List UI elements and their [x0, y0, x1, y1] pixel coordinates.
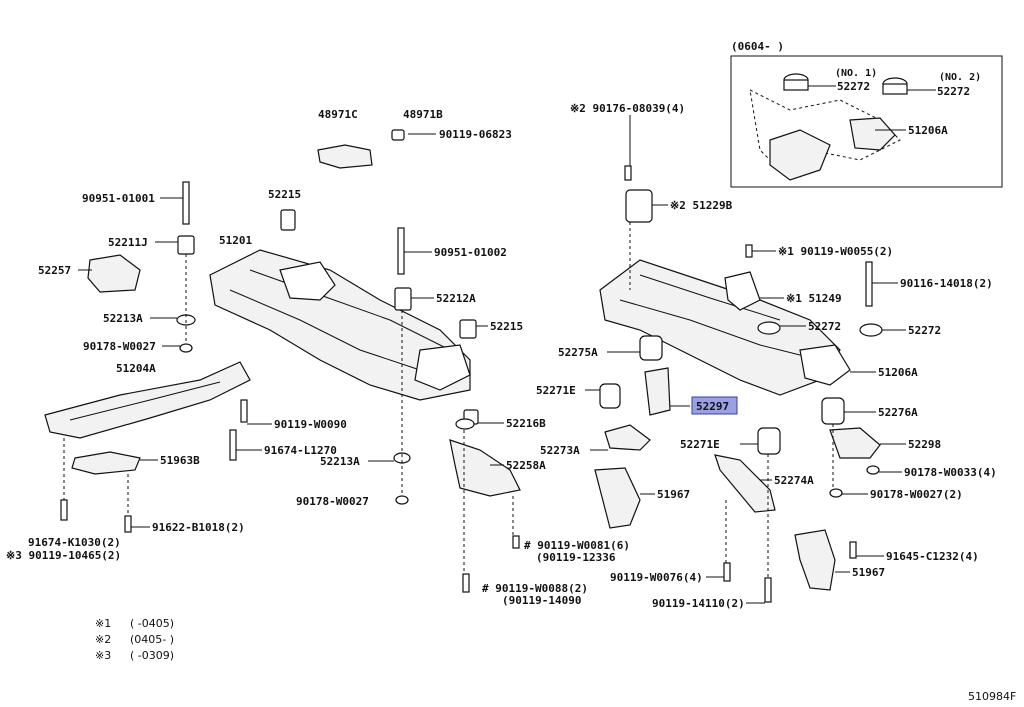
label-52215-a: 52215: [268, 188, 301, 201]
right-parts: [594, 165, 883, 603]
legend: ※1 ( -0405) ※2 (0405- ) ※3 ( -0309): [95, 617, 174, 662]
label-52272-d: 52272: [908, 324, 941, 337]
leader-lines: [63, 115, 906, 604]
label-90178-w0033: 90178-W0033(4): [904, 466, 997, 479]
inset-bracket-shape: [849, 117, 896, 151]
inset-label-52272-1: 52272: [837, 80, 870, 93]
label-90178-w0027-c: 90178-W0027(2): [870, 488, 963, 501]
lower-brace: [44, 361, 251, 439]
label-51249: ※1 51249: [786, 292, 842, 305]
label-51229b: ※2 51229B: [670, 199, 733, 212]
front-crossmember: [209, 249, 471, 401]
bracket-48971: [317, 144, 373, 169]
label-90119-14090: (90119-14090: [502, 594, 581, 607]
label-90119-w0090: 90119-W0090: [274, 418, 347, 431]
label-90119-w0081: # 90119-W0081(6): [524, 539, 630, 552]
legend-mark-1: ※1: [95, 617, 111, 630]
highlight-52297: [691, 396, 738, 415]
label-91622-b1018: 91622-B1018(2): [152, 521, 245, 534]
bracket-51967-b: [794, 529, 836, 591]
bracket-52258a: [449, 439, 521, 497]
label-52271e-1: 52271E: [536, 384, 576, 397]
label-90119-w0088: # 90119-W0088(2): [482, 582, 588, 595]
label-51963b: 51963B: [160, 454, 200, 467]
label-90119-w0076: 90119-W0076(4): [610, 571, 703, 584]
label-51201: 51201: [219, 234, 252, 247]
label-52273a: 52273A: [540, 444, 580, 457]
inset-label-51206a: 51206A: [908, 124, 948, 137]
label-90951-01001: 90951-01001: [82, 192, 155, 205]
inset-title: (0604- ): [731, 40, 784, 53]
label-48971b: 48971B: [403, 108, 443, 121]
label-52213a-1: 52213A: [103, 312, 143, 325]
label-52271e-2: 52271E: [680, 438, 720, 451]
label-52272-c: 52272: [808, 320, 841, 333]
label-52298: 52298: [908, 438, 941, 451]
inset-no1: (NO. 1): [835, 68, 877, 79]
label-91674-l1270: 91674-L1270: [264, 444, 337, 457]
label-90119-12336: (90119-12336: [536, 551, 616, 564]
legend-mark-3: ※3: [95, 649, 111, 662]
label-52276a: 52276A: [878, 406, 918, 419]
label-90116-14018: 90116-14018(2): [900, 277, 993, 290]
rear-crossmember: [599, 259, 851, 396]
inset-panel: (0604- ) (NO. 1) (NO. 2) 52272 52272 512…: [730, 40, 1003, 188]
legend-range-2: (0405- ): [130, 633, 174, 646]
label-90119-w0055: ※1 90119-W0055(2): [778, 245, 893, 258]
left-fasteners: [60, 181, 520, 593]
arm-52274a: [714, 454, 776, 513]
label-90178-w0027-a: 90178-W0027: [83, 340, 156, 353]
label-91674-k1030: 91674-K1030(2): [28, 536, 121, 549]
label-51967-b: 51967: [852, 566, 885, 579]
label-52297: 52297: [696, 400, 729, 413]
label-52211j: 52211J: [108, 236, 148, 249]
label-52215-b: 52215: [490, 320, 523, 333]
label-90119-14110: 90119-14110(2): [652, 597, 745, 610]
label-90951-01002: 90951-01002: [434, 246, 507, 259]
bracket-51967-a: [594, 467, 641, 529]
label-48971c: 48971C: [318, 108, 358, 121]
legend-mark-2: ※2: [95, 633, 111, 646]
label-52213a-2: 52213A: [320, 455, 360, 468]
label-91645-c1232: 91645-C1232(4): [886, 550, 979, 563]
label-52258a: 52258A: [506, 459, 546, 472]
label-52275a: 52275A: [558, 346, 598, 359]
label-90119-10465: ※3 90119-10465(2): [6, 549, 121, 562]
label-52257: 52257: [38, 264, 71, 277]
figure-id: 510984F: [968, 690, 1016, 703]
bracket-52257: [87, 254, 141, 293]
legend-range-1: ( -0405): [130, 617, 174, 630]
label-90119-06823: 90119-06823: [439, 128, 512, 141]
bracket-52298: [829, 427, 881, 459]
bracket-51963b: [71, 451, 141, 475]
legend-range-3: ( -0309): [130, 649, 174, 662]
part-labels: 48971C 48971B 90119-06823 90951-01001 52…: [6, 102, 997, 610]
link-52297: [644, 367, 671, 416]
label-52212a: 52212A: [436, 292, 476, 305]
inset-crossmember-shape: [769, 129, 831, 181]
label-52216b: 52216B: [506, 417, 546, 430]
label-51206a: 51206A: [878, 366, 918, 379]
label-51204a: 51204A: [116, 362, 156, 375]
label-52274a: 52274A: [774, 474, 814, 487]
inset-no2: (NO. 2): [939, 72, 981, 83]
label-51967-a: 51967: [657, 488, 690, 501]
label-90176-08039: ※2 90176-08039(4): [570, 102, 685, 115]
label-90178-w0027-b: 90178-W0027: [296, 495, 369, 508]
inset-label-52272-2: 52272: [937, 85, 970, 98]
